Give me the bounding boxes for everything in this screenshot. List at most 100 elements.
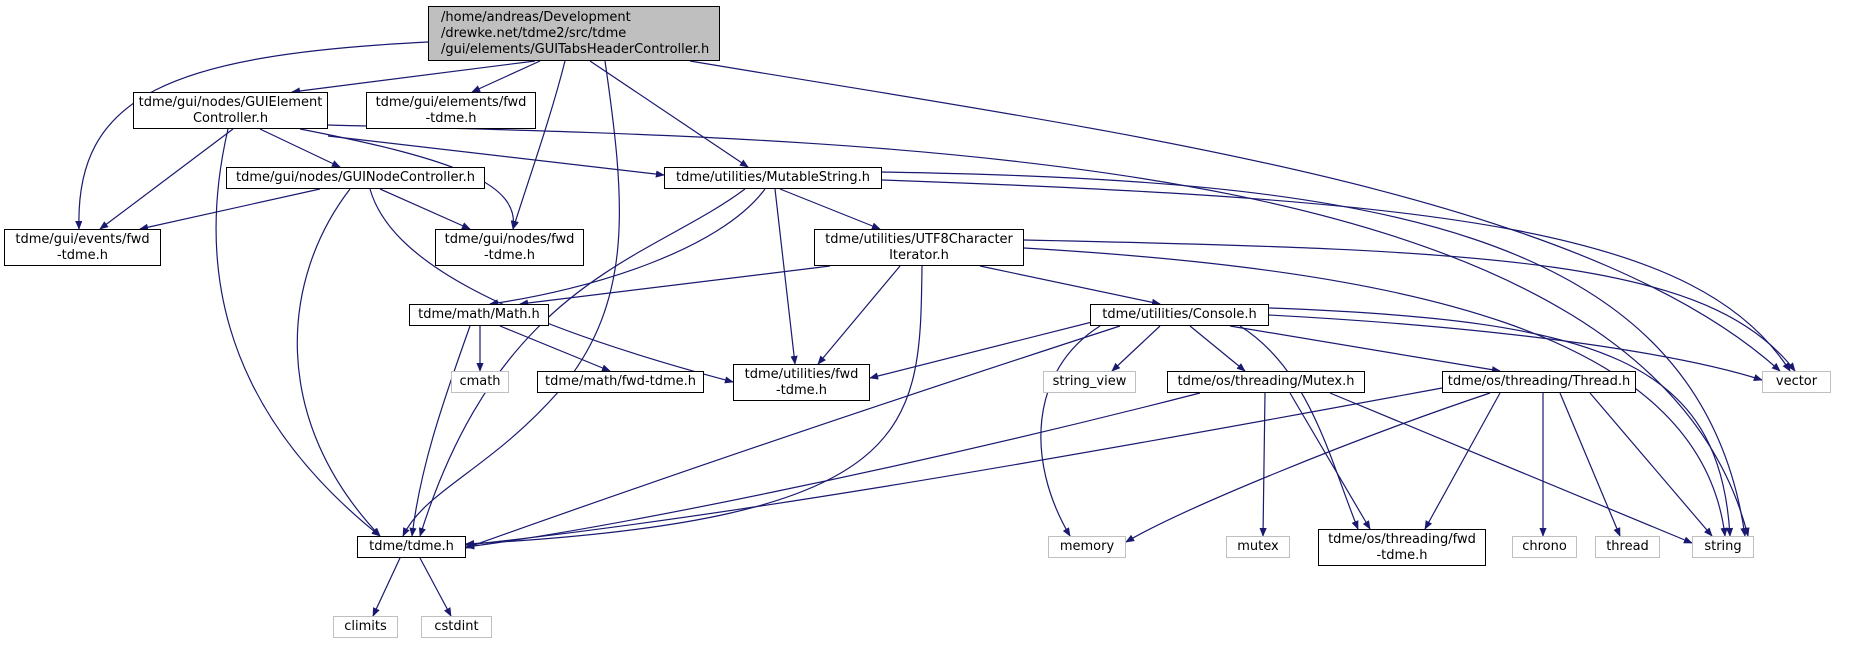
node-label-line: mutex: [1237, 539, 1279, 554]
node-label-line: tdme/os/threading/Mutex.h: [1177, 374, 1355, 389]
node-label-line: tdme/gui/nodes/GUIElement: [138, 94, 323, 110]
edge-guinode-controller-to-utilities-fwd: [369, 188, 734, 384]
edge-thread-h-to-tdme-h: [465, 387, 1443, 548]
node-label-line: string_view: [1052, 374, 1127, 389]
node-cstdint[interactable]: cstdint: [421, 616, 492, 638]
edge-mutable-string-to-vector: [881, 179, 1791, 372]
node-mutable-string[interactable]: tdme/utilities/MutableString.h: [664, 167, 882, 189]
edge-guinode-controller-to-gui-nodes-fwd: [379, 188, 471, 230]
node-root-gui-tabs-header-controller[interactable]: /home/andreas/Development /drewke.net/td…: [428, 6, 720, 61]
edge-guielement-controller-to-gui-events-fwd: [99, 128, 234, 230]
edge-guinode-controller-to-tdme-h: [296, 188, 381, 537]
node-label-line: vector: [1775, 374, 1818, 389]
node-label-line: /gui/elements/GUITabsHeaderController.h: [441, 41, 710, 57]
node-gui-elements-fwd[interactable]: tdme/gui/elements/fwd -tdme.h: [366, 92, 536, 129]
node-thread[interactable]: thread: [1595, 536, 1660, 558]
edge-mutex-h-to-threading-fwd: [1289, 392, 1371, 530]
edge-guielement-controller-to-mutable-string: [327, 135, 665, 178]
edge-utf8-iterator-to-utilities-fwd: [817, 265, 901, 365]
node-label-line: Iterator.h: [889, 247, 949, 263]
node-label-line: tdme/tdme.h: [369, 539, 454, 554]
node-label-line: Controller.h: [192, 110, 269, 126]
node-label-line: -tdme.h: [56, 247, 109, 263]
node-label-line: -tdme.h: [1376, 547, 1428, 563]
edge-root-to-vector: [689, 60, 1781, 372]
edge-thread-h-to-threading-fwd: [1424, 392, 1501, 530]
node-math[interactable]: tdme/math/Math.h: [409, 304, 549, 326]
node-climits[interactable]: climits: [333, 616, 398, 638]
node-label-line: tdme/gui/nodes/fwd: [444, 231, 575, 247]
node-threading-fwd[interactable]: tdme/os/threading/fwd -tdme.h: [1318, 529, 1486, 566]
node-memory[interactable]: memory: [1048, 536, 1126, 558]
edge-tdme-h-to-climits: [372, 557, 401, 617]
edge-mutable-string-to-string: [881, 171, 1748, 537]
edge-root-to-guielement-controller: [291, 60, 536, 95]
node-mutex-h[interactable]: tdme/os/threading/Mutex.h: [1167, 371, 1365, 393]
node-tdme-h[interactable]: tdme/tdme.h: [357, 536, 466, 558]
node-chrono[interactable]: chrono: [1512, 536, 1577, 558]
edge-console-to-vector: [1268, 314, 1763, 381]
node-gui-node-controller[interactable]: tdme/gui/nodes/GUINodeController.h: [226, 167, 485, 189]
edge-console-to-mutex-h: [1189, 325, 1246, 372]
edge-mutable-string-to-tdme-h: [418, 188, 746, 537]
node-label-line: -tdme.h: [483, 247, 536, 263]
edge-utf8-iterator-to-tdme-h: [465, 265, 923, 548]
node-label-line: cmath: [459, 374, 501, 389]
edge-utf8-iterator-to-console: [979, 265, 1161, 306]
edge-console-to-threading-fwd: [1239, 325, 1359, 530]
edge-math-to-math-fwd: [499, 325, 611, 372]
node-label-line: tdme/utilities/UTF8Character: [825, 231, 1013, 247]
edge-mutable-string-to-utf8-iterator: [779, 188, 881, 230]
node-label-line: -tdme.h: [775, 382, 828, 398]
edge-utf8-iterator-to-vector: [1023, 239, 1796, 372]
node-gui-element-controller[interactable]: tdme/gui/nodes/GUIElement Controller.h: [133, 92, 328, 129]
node-label-line: /drewke.net/tdme2/src/tdme: [441, 25, 627, 41]
node-label-line: chrono: [1522, 539, 1567, 554]
node-label-line: thread: [1606, 539, 1649, 554]
node-console[interactable]: tdme/utilities/Console.h: [1090, 304, 1269, 326]
edge-mutable-string-to-math: [489, 188, 766, 307]
node-label-line: tdme/os/threading/fwd: [1328, 531, 1476, 547]
edge-thread-h-to-memory: [1125, 392, 1491, 543]
node-label-line: /home/andreas/Development: [441, 9, 631, 25]
node-label-line: tdme/math/fwd-tdme.h: [544, 374, 697, 389]
edge-mutex-h-to-tdme-h: [465, 392, 1201, 550]
edge-console-to-utilities-fwd: [869, 319, 1101, 380]
node-math-fwd[interactable]: tdme/math/fwd-tdme.h: [537, 371, 704, 393]
node-label-line: tdme/gui/elements/fwd: [375, 94, 527, 110]
node-label-line: tdme/utilities/Console.h: [1102, 307, 1257, 322]
edge-root-to-gui-elements-fwd: [471, 60, 541, 93]
edge-thread-h-to-string: [1589, 392, 1713, 537]
edge-thread-h-to-thread: [1559, 392, 1621, 537]
node-gui-nodes-fwd[interactable]: tdme/gui/nodes/fwd -tdme.h: [435, 229, 584, 266]
node-mutex[interactable]: mutex: [1226, 536, 1290, 558]
edge-math-to-tdme-h: [409, 325, 471, 537]
node-string[interactable]: string: [1692, 536, 1754, 558]
node-utilities-fwd[interactable]: tdme/utilities/fwd -tdme.h: [733, 364, 870, 401]
edge-root-to-gui-events-fwd: [75, 41, 429, 230]
node-label-line: -tdme.h: [425, 110, 477, 126]
edge-tdme-h-to-cstdint: [419, 557, 452, 617]
node-string-view[interactable]: string_view: [1043, 371, 1136, 393]
edge-utf8-iterator-to-string: [1023, 247, 1728, 537]
edge-console-to-memory: [1040, 325, 1101, 537]
node-label-line: memory: [1059, 539, 1115, 554]
node-label-line: tdme/math/Math.h: [418, 307, 540, 322]
edge-mutable-string-to-utilities-fwd: [774, 188, 798, 365]
node-gui-events-fwd[interactable]: tdme/gui/events/fwd -tdme.h: [4, 229, 161, 266]
edge-console-to-string: [1268, 307, 1734, 537]
edge-console-to-string-view: [1111, 325, 1161, 372]
node-label-line: tdme/utilities/MutableString.h: [676, 170, 870, 185]
edge-mutex-h-to-mutex: [1259, 392, 1267, 537]
node-thread-h[interactable]: tdme/os/threading/Thread.h: [1442, 371, 1636, 393]
node-cmath[interactable]: cmath: [451, 371, 509, 393]
edge-root-to-mutable-string: [589, 60, 749, 168]
node-vector[interactable]: vector: [1762, 371, 1831, 393]
node-utf8-character-iterator[interactable]: tdme/utilities/UTF8Character Iterator.h: [814, 229, 1024, 266]
node-label-line: string: [1704, 539, 1742, 554]
edge-utf8-iterator-to-math: [519, 265, 831, 307]
node-label-line: tdme/utilities/fwd: [744, 366, 859, 382]
edge-mutex-h-to-string: [1329, 392, 1693, 544]
node-label-line: tdme/os/threading/Thread.h: [1447, 374, 1631, 389]
